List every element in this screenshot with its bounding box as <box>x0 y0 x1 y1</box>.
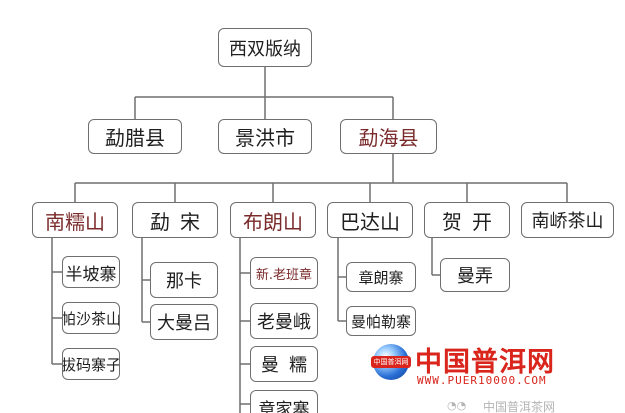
county-node-jinghong: 景洪市 <box>218 119 312 154</box>
root-node: 西双版纳 <box>218 28 312 67</box>
village-node-mannong: 曼弄 <box>440 258 510 292</box>
county-node-menghai: 勐海县 <box>340 119 437 154</box>
village-node-mannuo: 曼糯 <box>250 346 318 382</box>
village-node-banzhang: 新.老班章 <box>250 257 318 289</box>
county-node-mengla: 勐腊县 <box>88 119 182 154</box>
watermark-url: WWW.PUER10000.COM <box>417 374 547 387</box>
village-node-bama: 拔码寨子 <box>62 348 120 380</box>
mountain-node-nannuo: 南糯山 <box>32 202 118 238</box>
watermark-footer: 中国普洱茶网 <box>483 400 556 413</box>
globe-icon: 中国普洱网 <box>371 344 411 380</box>
globe-label: 中国普洱网 <box>371 356 411 368</box>
village-node-laomane: 老曼峨 <box>250 303 318 339</box>
mountain-node-bulang: 布朗山 <box>230 202 316 238</box>
village-node-banpo: 半坡寨 <box>62 256 120 288</box>
mountain-node-mengsong: 勐宋 <box>132 202 218 238</box>
village-node-naka: 那卡 <box>150 262 218 298</box>
village-node-zhanglang: 章朗寨 <box>346 262 416 292</box>
wechat-icon: ◔◔ <box>447 399 467 412</box>
village-node-pasha: 帕沙茶山 <box>62 302 120 334</box>
mountain-node-nanqiao: 南峤茶山 <box>521 202 614 238</box>
watermark-title: 中国普洱网 <box>415 347 555 378</box>
watermark-logo: 中国普洱网 中国普洱网 WWW.PUER10000.COM ◔◔ 中国普洱茶网 <box>365 340 625 413</box>
village-node-damanlv: 大曼吕 <box>150 304 218 340</box>
village-node-manpale: 曼帕勒寨 <box>346 306 416 336</box>
mountain-node-hekai: 贺开 <box>424 202 510 238</box>
village-node-zhangjiazhai: 章家寨 <box>250 390 318 413</box>
mountain-node-bada: 巴达山 <box>327 202 413 238</box>
